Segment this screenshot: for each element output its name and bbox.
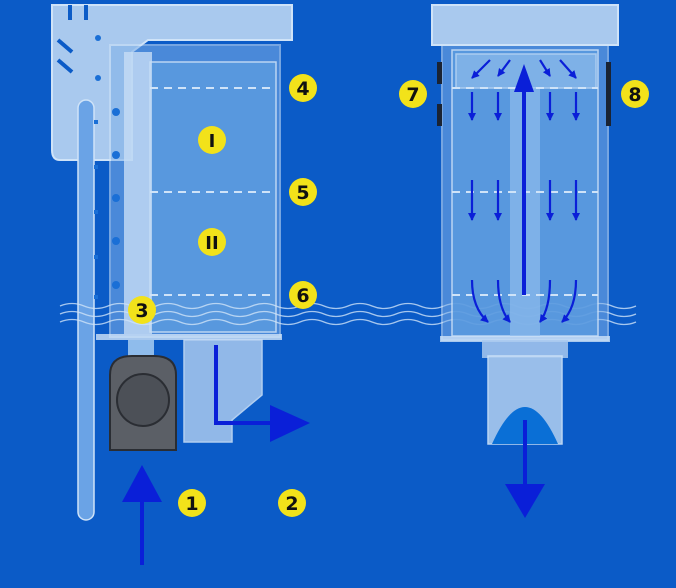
bracket-teeth: [56, 5, 88, 74]
side-clip-left: [437, 62, 442, 84]
svg-text:1: 1: [185, 493, 198, 515]
svg-text:8: 8: [628, 84, 641, 106]
left-filter-unit: [51, 4, 310, 565]
filter-base: [96, 334, 282, 340]
arrow-right-icon: [214, 345, 310, 442]
svg-text:5: 5: [296, 182, 309, 204]
badges: 4 5 6 I II 3 1 2: [128, 74, 649, 517]
arrow-up-center-icon: [514, 64, 534, 295]
badge-level-bottom: 6: [289, 281, 317, 309]
arrow-up-icon: [122, 465, 162, 565]
badge-side-right: 8: [621, 80, 649, 108]
svg-text:6: 6: [296, 285, 309, 307]
svg-text:3: 3: [135, 300, 148, 322]
badge-inlet: 1: [178, 489, 206, 517]
badge-side-left: 7: [399, 80, 427, 108]
right-base: [440, 336, 610, 342]
right-neck: [482, 340, 568, 358]
media-chamber: [149, 61, 277, 333]
svg-text:4: 4: [296, 78, 309, 100]
svg-text:I: I: [209, 131, 216, 152]
level-lines-left: [150, 87, 276, 296]
right-filter-unit: [431, 4, 619, 518]
badge-stage-lower: II: [198, 228, 226, 256]
arrow-down-icon: [505, 420, 545, 518]
pump-motor-icon: [109, 340, 177, 451]
badge-outlet: 2: [278, 489, 306, 517]
side-clip-right: [606, 62, 611, 126]
flow-arrows: [468, 59, 580, 323]
badge-pump: 3: [128, 296, 156, 324]
badge-stage-upper: I: [198, 126, 226, 154]
svg-text:2: 2: [285, 493, 298, 515]
return-channel: [124, 52, 152, 334]
outlet-spout: [183, 339, 263, 443]
side-clip-left-lower: [437, 104, 442, 126]
intake-tube: [77, 99, 95, 521]
mounting-holes: [94, 35, 120, 299]
badge-level-middle: 5: [289, 178, 317, 206]
svg-text:II: II: [205, 233, 218, 254]
svg-text:7: 7: [406, 84, 419, 106]
right-lid: [431, 4, 619, 46]
badge-level-top: 4: [289, 74, 317, 102]
